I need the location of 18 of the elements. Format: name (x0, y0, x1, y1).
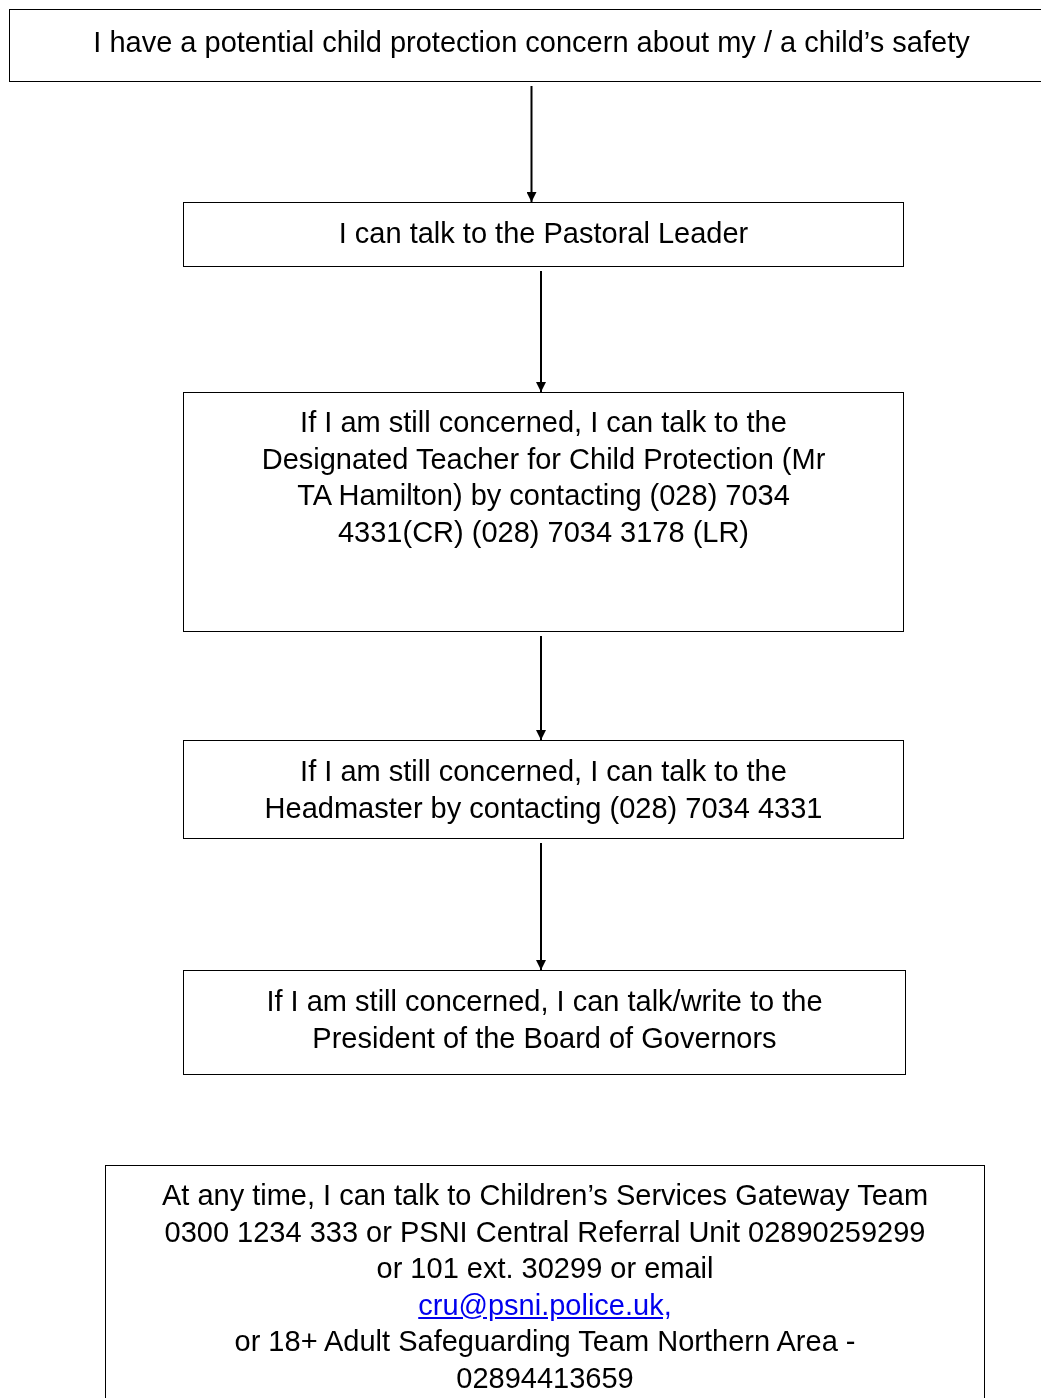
arrow (526, 85, 537, 203)
process-box (105, 1165, 985, 1398)
process-box (183, 970, 906, 1075)
process-box (9, 9, 1041, 82)
box-text: or 18+ Adult Safeguarding Team Northern Area - 02894413659 (233, 1324, 857, 1396)
process-box (183, 202, 904, 267)
box-text: If I am still concerned, I can talk/write to the President of the Board of Governors (265, 984, 824, 1056)
box-text: At any time, I can talk to Children’s Services Gateway Team 0300 1234 333 or PSNI Central Referral Unit 02890259299 or 101 ext. 30299 or email (160, 1178, 930, 1287)
arrow (536, 635, 546, 741)
email-link: cru@psni.police.uk, (418, 1287, 672, 1323)
box-text: I have a potential child protection concern about my / a child’s safety (93, 25, 970, 60)
arrow (536, 842, 546, 971)
process-box (183, 740, 904, 839)
arrow (536, 270, 546, 393)
process-box (183, 392, 904, 632)
box-text: If I am still concerned, I can talk to the Designated Teacher for Child Protection (Mr TA Hamilton) by contacting (028) 7034 4331(CR) (028) 7034 3178 (LR) (260, 405, 827, 550)
box-text: I can talk to the Pastoral Leader (338, 216, 749, 251)
box-text: If I am still concerned, I can talk to the Headmaster by contacting (028) 7034 4331 (263, 754, 824, 826)
